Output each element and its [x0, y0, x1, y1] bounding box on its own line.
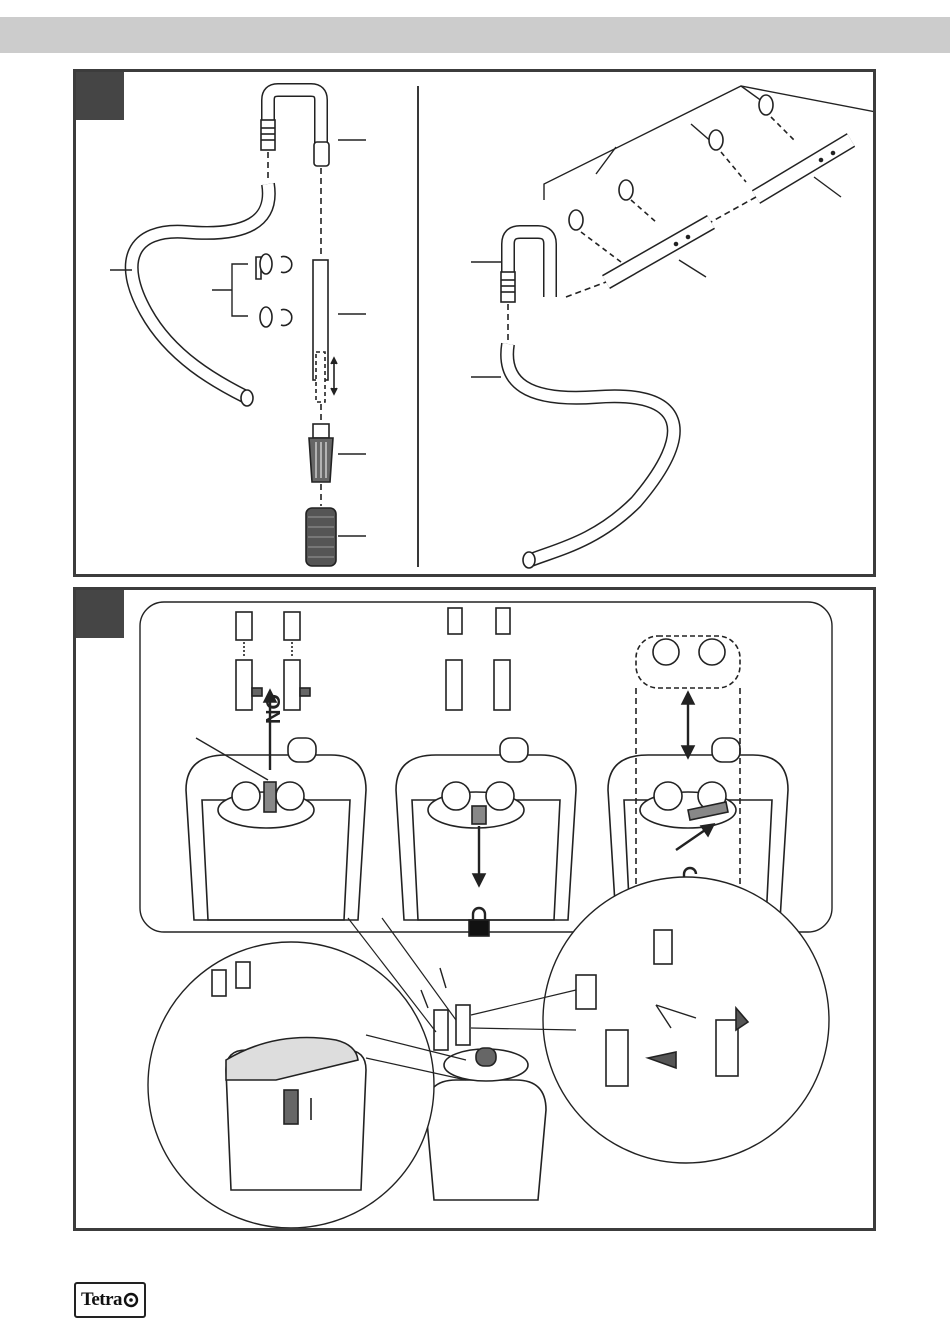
tetra-logo: Tetra [74, 1282, 146, 1318]
on-label: ON [260, 694, 283, 724]
filter-head-2 [396, 738, 576, 920]
leader-lines-right [471, 177, 841, 377]
step-1-panel [73, 69, 876, 577]
tetra-logo-text: Tetra [81, 1289, 122, 1311]
intake-u-pipe [261, 90, 329, 166]
filter-bottom [421, 968, 546, 1200]
intake-tube [313, 260, 337, 402]
hose-right [507, 344, 674, 568]
step-2-panel: ON [73, 587, 876, 1231]
strainer [309, 424, 333, 482]
step-1-illustration [76, 72, 873, 574]
hose-left [132, 184, 269, 406]
suction-cups-left [256, 254, 292, 327]
tetra-logo-circle-icon [123, 1292, 139, 1308]
filter-head-1 [186, 690, 366, 920]
detail-circle-pump [148, 942, 466, 1228]
spray-bar-elbow [501, 232, 606, 302]
valves-2 [446, 608, 510, 710]
sponge-prefilter [306, 508, 336, 566]
step-2-illustration [76, 590, 873, 1228]
header-bar [0, 17, 950, 53]
